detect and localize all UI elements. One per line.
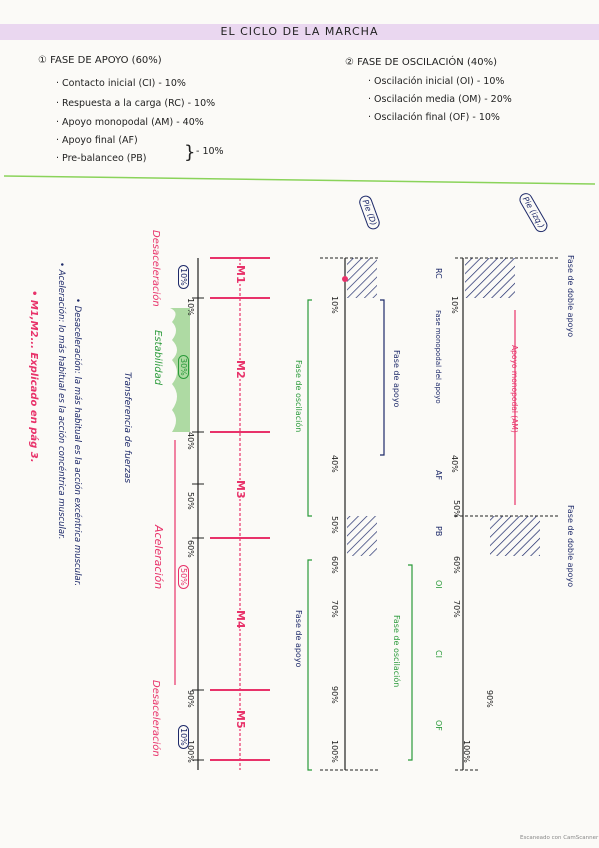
pct-badge: 10% (178, 265, 189, 289)
pct-badge: 10% (178, 725, 189, 749)
middle-tick: 40% (330, 455, 339, 473)
acceleration-label: Aceleración (152, 525, 165, 590)
support-item: · Apoyo final (AF) (56, 135, 138, 146)
right-tick: 50% (452, 500, 461, 518)
left-tick: 10% (186, 298, 195, 316)
muscle-m2: M2 (234, 360, 247, 379)
middle-contact-dot (342, 276, 348, 282)
muscle-m3: M3 (234, 480, 247, 499)
left-tick: 40% (186, 432, 195, 450)
right-tick: 90% (485, 690, 494, 708)
right-hatch-top (465, 258, 515, 298)
swing-item: · Oscilación inicial (OI) - 10% (368, 76, 505, 87)
title-banner (0, 24, 599, 40)
brace-symbol: } (184, 142, 196, 163)
muscle-m4: M4 (234, 610, 247, 629)
footer-scanner: Escaneado con CamScanner (520, 835, 599, 841)
support-item: · Respuesta a la carga (RC) - 10% (56, 98, 216, 109)
brace-value: - 10% (196, 146, 224, 157)
middle-tick: 90% (330, 686, 339, 704)
right-tick: 10% (450, 296, 459, 314)
support-item: · Pre-balanceo (PB) (56, 153, 147, 164)
middle-tick: 10% (330, 296, 339, 314)
green-separator (3, 175, 596, 185)
left-tick: 100% (186, 740, 195, 763)
support-phase-heading: ① FASE DE APOYO (60%) (38, 55, 162, 66)
left-tick: 90% (186, 690, 195, 708)
note-page-ref: • M1,M2... Explicado en pág 3. (28, 290, 39, 463)
pct-badge: 30% (178, 355, 189, 379)
note-deceleration: • Desaceleración: la más habitual es la … (72, 298, 82, 587)
muscle-m1: M1 (234, 265, 247, 284)
swing-item: · Oscilación final (OF) - 10% (368, 112, 500, 123)
abbr-af: AF (434, 470, 443, 481)
phase-label-swing: Fase de oscilación (294, 360, 303, 433)
support-item: · Apoyo monopodal (AM) - 40% (56, 117, 204, 128)
left-tick: 50% (186, 492, 195, 510)
left-tick: 60% (186, 540, 195, 558)
abbr-pb: PB (434, 526, 443, 537)
deceleration-bottom: Desaceleración (150, 680, 161, 757)
muscle-m5: M5 (234, 710, 247, 729)
middle-hatch-top (347, 258, 377, 298)
single-support-note: Fase monopodal del apoyo (434, 310, 442, 404)
note-acceleration: • Aceleración: lo más habitual es la acc… (56, 262, 66, 540)
middle-tick: 100% (330, 740, 339, 763)
abbr-rc: RC (434, 268, 443, 279)
abbr-of: OF (434, 720, 443, 731)
abbr-ci: CI (434, 650, 443, 658)
swing-phase-heading: ② FASE DE OSCILACIÓN (40%) (345, 57, 497, 68)
pct-badge: 50% (178, 565, 189, 589)
right-hatch-mid (490, 516, 540, 556)
page-title: EL CICLO DE LA MARCHA (220, 25, 379, 38)
swing-item: · Oscilación media (OM) - 20% (368, 94, 512, 105)
transfer-label: Transferencia de fuerzas (122, 372, 132, 484)
right-tick: 100% (462, 740, 471, 763)
stability-band (170, 308, 190, 432)
double-support-top: Fase de doble apoyo (566, 255, 575, 338)
right-tick: 40% (450, 455, 459, 473)
stability-label: Estabilidad (152, 330, 163, 386)
deceleration-top: Desaceleración (150, 230, 161, 307)
right-tick: 70% (452, 600, 461, 618)
middle-tick: 70% (330, 600, 339, 618)
phase-label-swing: Fase de oscilación (392, 615, 401, 688)
support-item: · Contacto inicial (CI) - 10% (56, 78, 186, 89)
middle-tick: 50% (330, 516, 339, 534)
abbr-oi: OI (434, 580, 443, 589)
phase-label-support: Fase de apoyo (294, 610, 303, 668)
middle-tick: 60% (330, 556, 339, 574)
phase-label-support: Fase de apoyo (392, 350, 401, 408)
single-support-label: Apoyo monopodal (AM) (510, 345, 519, 433)
double-support-bottom: Fase de doble apoyo (566, 505, 575, 588)
middle-hatch-mid (347, 516, 377, 556)
right-tick: 60% (452, 556, 461, 574)
